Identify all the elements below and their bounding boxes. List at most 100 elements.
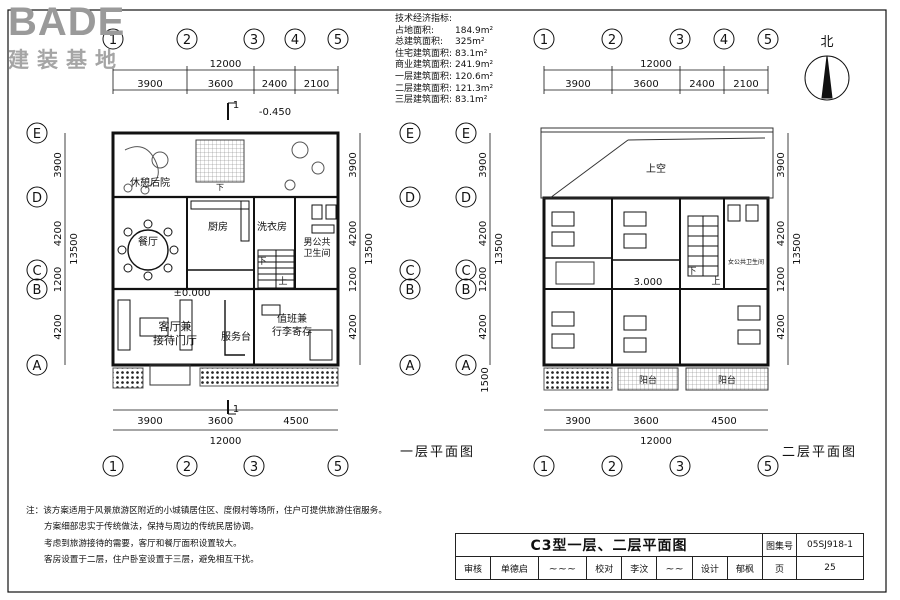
stair-down: 下 bbox=[687, 267, 696, 277]
dimension-span: 2400 bbox=[689, 79, 714, 90]
axis-bubble-right-label: B bbox=[406, 283, 415, 298]
axis-bubble-top bbox=[176, 28, 198, 50]
logo-text: BADE bbox=[8, 0, 126, 44]
axis-bubble-bottom-label: 5 bbox=[764, 460, 772, 475]
axis-bubble-bottom bbox=[669, 455, 691, 477]
balcony-label: 阳台 bbox=[718, 374, 736, 386]
axis-bubble-top bbox=[102, 28, 124, 50]
dimension-span: 1200 bbox=[478, 267, 489, 292]
stair-down: 下 bbox=[257, 257, 266, 267]
dimension-span: 3900 bbox=[137, 79, 162, 90]
axis-bubble-bottom-label: 2 bbox=[183, 460, 191, 475]
axis-bubble-left-label: C bbox=[32, 264, 41, 279]
tech-row: 住宅建筑面积:83.1m² bbox=[395, 49, 493, 61]
axis-bubble-top-label: 5 bbox=[334, 33, 342, 48]
axis-bubble-left2 bbox=[455, 354, 477, 376]
axis-bubble-top bbox=[243, 28, 265, 50]
axis-bubble-top-label: 5 bbox=[764, 33, 772, 48]
axis-bubble-top-label: 3 bbox=[676, 33, 684, 48]
room-kitchen: 厨房 bbox=[208, 220, 228, 233]
note-line: 注：该方案适用于风景旅游区附近的小城镇居住区、度假村等场所，住户可提供旅游住宿服… bbox=[26, 506, 387, 516]
axis-bubble-left bbox=[26, 122, 48, 144]
room-wc: 女公共卫生间 bbox=[728, 258, 764, 266]
axis-bubble-left2-label: E bbox=[462, 127, 470, 142]
axis-bubble-bottom-label: 3 bbox=[676, 460, 684, 475]
room-wc: 卫生间 bbox=[303, 247, 330, 259]
tech-value: 120.6m² bbox=[455, 71, 494, 82]
north-label: 北 bbox=[820, 35, 833, 50]
logo-subtext: 建装基地 bbox=[8, 48, 124, 72]
dimension-total: 13500 bbox=[792, 233, 803, 265]
tech-key: 住宅建筑面积: bbox=[395, 48, 453, 59]
dimension-span: 4200 bbox=[776, 314, 787, 339]
atlas-number: 05SJ918-1 bbox=[796, 533, 865, 557]
tech-row: 一层建筑面积:120.6m² bbox=[395, 72, 493, 84]
axis-bubble-bottom bbox=[327, 455, 349, 477]
dimension-span: 1200 bbox=[776, 267, 787, 292]
axis-bubble-top bbox=[669, 28, 691, 50]
tech-row: 总建筑面积:325m² bbox=[395, 37, 493, 49]
axis-bubble-right bbox=[399, 259, 421, 281]
dimension-span: 3900 bbox=[478, 152, 489, 177]
note-line: 考虑到旅游接待的需要，客厅和餐厅面积设置较大。 bbox=[44, 538, 242, 549]
plan2-title: 二层平面图 bbox=[782, 445, 858, 460]
dimension-balcony: 1500 bbox=[480, 367, 491, 392]
axis-bubble-right-label: C bbox=[405, 264, 414, 279]
axis-bubble-right bbox=[399, 186, 421, 208]
axis-bubble-left bbox=[26, 278, 48, 300]
axis-bubble-top-label: 4 bbox=[720, 33, 728, 48]
dimension-total: 12000 bbox=[210, 436, 242, 447]
plan1-title: 一层平面图 bbox=[400, 445, 476, 460]
dimension-span: 3600 bbox=[208, 79, 233, 90]
dimension-total: 12000 bbox=[210, 59, 242, 70]
axis-bubble-bottom bbox=[757, 455, 779, 477]
room-void: 上空 bbox=[646, 162, 666, 175]
dimension-span: 4200 bbox=[53, 314, 64, 339]
axis-bubble-right-label: E bbox=[406, 127, 414, 142]
axis-bubble-right bbox=[399, 354, 421, 376]
level-marker: 3.000 bbox=[634, 277, 663, 288]
axis-bubble-bottom bbox=[533, 455, 555, 477]
dimension-span: 4200 bbox=[478, 314, 489, 339]
tech-key: 总建筑面积: bbox=[395, 37, 444, 48]
dimension-total: 13500 bbox=[494, 233, 505, 265]
page-number: 25 bbox=[796, 556, 865, 580]
tech-key: 三层建筑面积: bbox=[395, 95, 453, 106]
tech-value: 241.9m² bbox=[455, 60, 494, 71]
checker-name: 李汶 bbox=[621, 556, 658, 580]
dimension-span: 4500 bbox=[711, 416, 736, 427]
axis-bubble-top-label: 2 bbox=[183, 33, 191, 48]
dimension-total: 12000 bbox=[640, 59, 672, 70]
axis-bubble-top bbox=[601, 28, 623, 50]
dimension-total: 12000 bbox=[640, 436, 672, 447]
dimension-span: 4200 bbox=[348, 221, 359, 246]
design-notes: 注：该方案适用于风景旅游区附近的小城镇居住区、度假村等场所，住户可提供旅游住宿服… bbox=[26, 503, 456, 569]
level-marker-low: -0.450 bbox=[259, 107, 291, 118]
axis-bubble-left2-label: C bbox=[461, 264, 470, 279]
axis-bubble-left2 bbox=[455, 278, 477, 300]
dimension-span: 1200 bbox=[348, 267, 359, 292]
axis-bubble-bottom bbox=[102, 455, 124, 477]
axis-bubble-top-label: 1 bbox=[109, 33, 117, 48]
axis-bubble-left2 bbox=[455, 186, 477, 208]
room-dining: 餐厅 bbox=[138, 235, 158, 248]
axis-bubble-top bbox=[327, 28, 349, 50]
stair-up: 上 bbox=[711, 276, 720, 287]
note-line: 客房设置于二层，住户卧室设置于三层，避免相互干扰。 bbox=[44, 555, 259, 566]
dimension-span: 4200 bbox=[776, 221, 787, 246]
level-marker: ±0.000 bbox=[173, 288, 210, 299]
tech-value: 184.9m² bbox=[455, 25, 494, 36]
axis-bubble-top-label: 2 bbox=[608, 33, 616, 48]
axis-bubble-left2-label: D bbox=[461, 191, 471, 206]
tech-key: 占地面积: bbox=[395, 25, 435, 36]
dimension-span: 4500 bbox=[283, 416, 308, 427]
axis-bubble-right-label: A bbox=[406, 359, 415, 374]
design-label: 设计 bbox=[691, 556, 728, 580]
axis-bubble-left2 bbox=[455, 259, 477, 281]
tech-row: 占地面积: 184.9m² bbox=[395, 26, 493, 38]
dimension-total: 13500 bbox=[69, 233, 80, 265]
axis-bubble-left2 bbox=[455, 122, 477, 144]
tech-value: 83.1m² bbox=[455, 95, 488, 106]
tech-key: 二层建筑面积: bbox=[395, 83, 453, 94]
